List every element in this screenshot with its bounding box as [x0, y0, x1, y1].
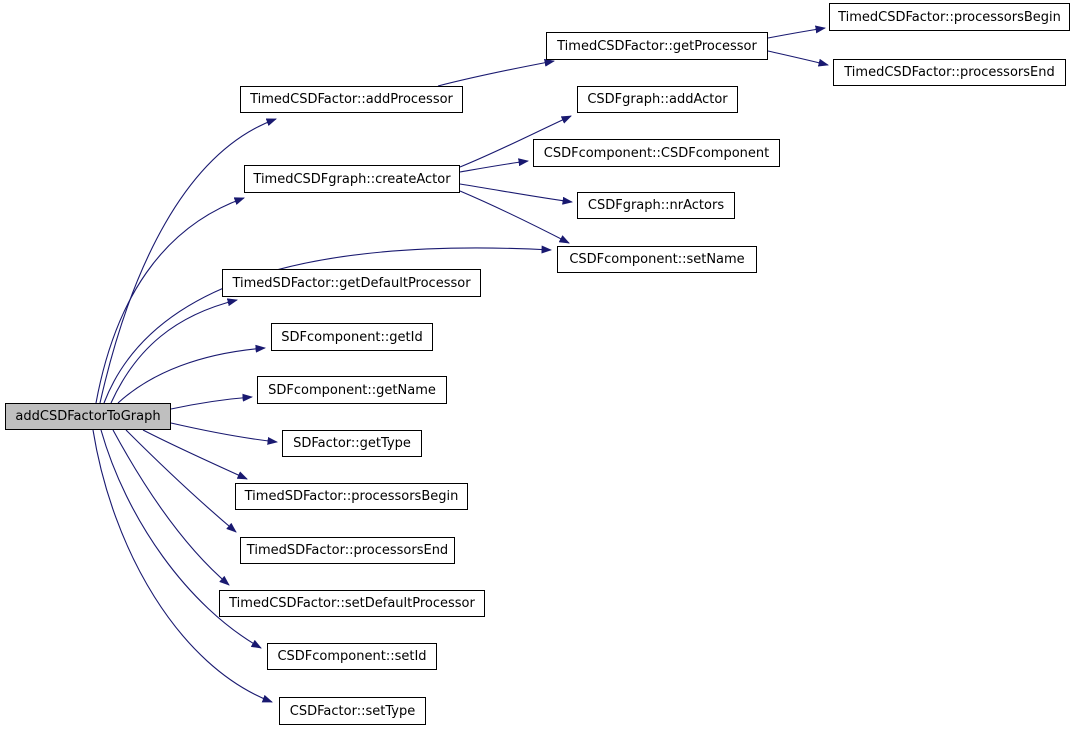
- node-timedcsdfactor-setdefaultprocessor[interactable]: TimedCSDFactor::setDefaultProcessor: [219, 590, 485, 617]
- edge-root-to-setId: [100, 429, 262, 649]
- node-csdfgraph-nractors[interactable]: CSDFgraph::nrActors: [577, 192, 735, 219]
- node-timedsdfactor-getdefaultprocessor[interactable]: TimedSDFactor::getDefaultProcessor: [222, 269, 481, 297]
- edge-root-to-getName: [170, 393, 253, 410]
- edge-root-to-getId: [117, 344, 266, 404]
- edge-createActor-to-addActor: [459, 115, 572, 168]
- node-csdfcomponent-setid[interactable]: CSDFcomponent::setId: [267, 643, 437, 670]
- edge-root-to-tsf-processorsBegin: [142, 429, 248, 480]
- edge-createActor-to-nrActors: [459, 183, 573, 205]
- edge-getProcessor-to-processorsEnd: [767, 50, 829, 67]
- node-csdfcomponent-setname[interactable]: CSDFcomponent::setName: [557, 246, 757, 273]
- edge-root-to-addProcessor: [99, 118, 277, 404]
- node-sdfactor-gettype[interactable]: SDFactor::getType: [282, 430, 422, 457]
- node-csdfgraph-addactor[interactable]: CSDFgraph::addActor: [577, 86, 738, 113]
- edge-root-to-tsf-processorsEnd: [125, 429, 237, 533]
- edge-root-to-createActor: [95, 197, 245, 404]
- node-timedsdfactor-processorsend[interactable]: TimedSDFactor::processorsEnd: [240, 537, 455, 564]
- node-csdfcomponent-csdfcomponent[interactable]: CSDFcomponent::CSDFcomponent: [533, 139, 780, 167]
- edge-root-to-setDefaultProcessor: [112, 429, 230, 586]
- node-timedcsdfgraph-createactor[interactable]: TimedCSDFgraph::createActor: [244, 165, 460, 193]
- node-sdfcomponent-getname[interactable]: SDFcomponent::getName: [257, 376, 447, 404]
- edge-addProcessor-to-getProcessor: [437, 58, 555, 87]
- node-timedsdfactor-processorsbegin[interactable]: TimedSDFactor::processorsBegin: [235, 483, 468, 510]
- node-csdfactor-settype[interactable]: CSDFactor::setType: [279, 697, 426, 725]
- node-timedcsdfactor-processorsbegin[interactable]: TimedCSDFactor::processorsBegin: [829, 3, 1070, 31]
- edge-createActor-to-setName: [459, 190, 570, 244]
- edge-createActor-to-CSDFcomponent: [459, 158, 529, 173]
- edge-getProcessor-to-processorsBegin: [767, 25, 826, 39]
- node-addCSDFactorToGraph: addCSDFactorToGraph: [5, 403, 171, 430]
- node-timedcsdfactor-addprocessor[interactable]: TimedCSDFactor::addProcessor: [240, 86, 463, 113]
- edge-root-to-getDefaultProcessor: [110, 298, 238, 404]
- edge-root-to-setType: [92, 429, 273, 703]
- node-timedcsdfactor-processorsend[interactable]: TimedCSDFactor::processorsEnd: [833, 59, 1066, 86]
- node-timedcsdfactor-getprocessor[interactable]: TimedCSDFactor::getProcessor: [546, 32, 768, 60]
- edge-root-to-getType: [170, 422, 278, 445]
- node-sdfcomponent-getid[interactable]: SDFcomponent::getId: [271, 323, 433, 351]
